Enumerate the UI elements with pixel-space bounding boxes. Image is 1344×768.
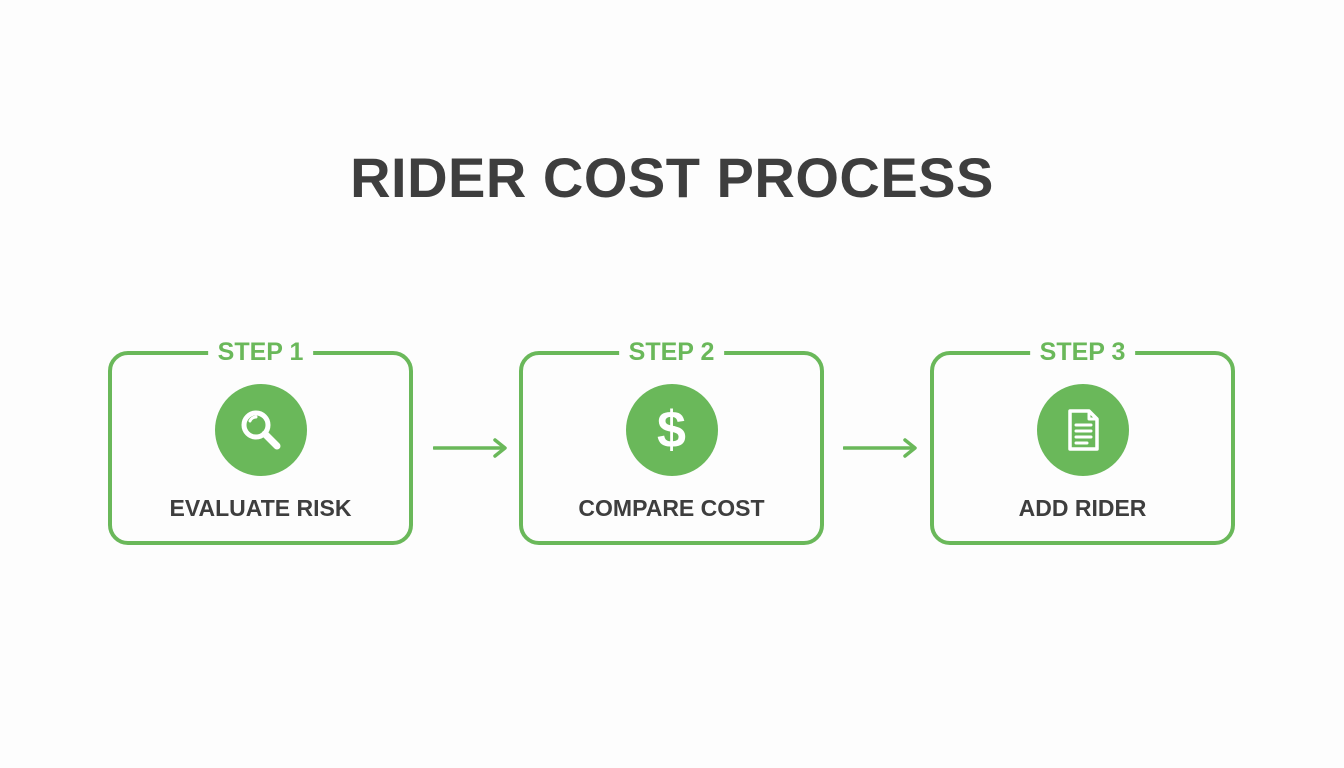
diagram-title: RIDER COST PROCESS (350, 146, 994, 209)
step-2-text: COMPARE COST (578, 495, 765, 521)
step-1-box: STEP 1 EVALUATE RISK (108, 336, 413, 545)
document-icon (1036, 384, 1129, 476)
step-1-label: STEP 1 (207, 336, 314, 368)
arrow-right-icon (433, 438, 507, 458)
step-3-text: ADD RIDER (1018, 495, 1147, 521)
step-2-label: STEP 2 (618, 336, 725, 368)
magnifying-glass-icon (214, 384, 307, 476)
step-2-box: STEP 2 $ COMPARE COST (519, 336, 824, 545)
step-1-text: EVALUATE RISK (169, 495, 352, 521)
arrow-right-icon (843, 438, 917, 458)
dollar-glyph: $ (657, 401, 686, 459)
dollar-icon: $ (625, 384, 718, 476)
step-3-label: STEP 3 (1029, 336, 1136, 368)
step-3-box: STEP 3 ADD RIDER (930, 336, 1235, 545)
